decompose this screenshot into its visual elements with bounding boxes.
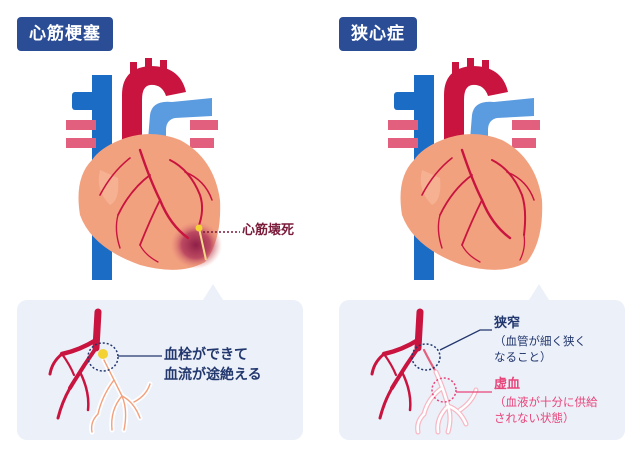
- vein-branch-left: [394, 92, 418, 110]
- stenosis-label: 狭窄: [494, 316, 521, 331]
- pulmonary-branch-right-1: [512, 120, 540, 130]
- angina-panel: 狭心症: [320, 0, 640, 450]
- aorta: [122, 66, 186, 150]
- panel-title-badge: 心筋梗塞: [17, 17, 113, 51]
- callout-tail: [203, 284, 223, 300]
- ischemia-label: 虚血: [494, 377, 521, 392]
- ischemia-highlight-circle: [431, 377, 457, 403]
- vein-branch-left: [72, 92, 96, 110]
- stenosis-detail-line-1: （血管が細く狭く: [494, 334, 586, 348]
- callout-tail: [529, 284, 549, 300]
- thrombus-dot: [98, 349, 108, 359]
- pulmonary-branch-left-2: [388, 138, 418, 148]
- pulmonary-branch-right-2: [512, 138, 536, 148]
- narrowed-artery-illustration: [370, 308, 492, 435]
- necrosis-label: 心筋壊死: [242, 223, 295, 238]
- panel-title-badge: 狭心症: [339, 17, 417, 51]
- callout-box: [17, 284, 303, 440]
- myocardial-infarction-panel: 心筋梗塞: [17, 17, 303, 440]
- occlusion-highlight-circle: [87, 342, 119, 372]
- ischemia-text-group: 虚血 （血液が十分に供給 されない状態）: [494, 376, 598, 426]
- stenosis-text-group: 狭窄 （血管が細く狭く なること）: [494, 315, 586, 365]
- thrombus-marker: [195, 224, 203, 232]
- heart-illustration: [388, 58, 543, 280]
- thrombus-description: 血栓ができて 血流が途絶える: [164, 345, 262, 385]
- pulmonary-branch-right-1: [190, 120, 218, 130]
- coronary-arteries: [421, 148, 535, 263]
- pulmonary-branch-left-1: [66, 120, 96, 130]
- stenosis-highlight-circle: [411, 343, 441, 371]
- heart-illustration: [66, 58, 240, 280]
- stenosis-detail-line-2: なること）: [494, 350, 552, 364]
- occluded-artery-illustration: [48, 308, 162, 435]
- callout-box: [339, 284, 625, 440]
- stenosis-leader-line: [439, 329, 492, 351]
- pulmonary-branch-left-2: [66, 138, 96, 148]
- aorta: [444, 66, 508, 150]
- pulmonary-trunk: [470, 98, 534, 145]
- pulmonary-branch-right-2: [190, 138, 214, 148]
- pulmonary-branch-left-1: [388, 120, 418, 130]
- thrombus-line-2: 血流が途絶える: [164, 367, 262, 383]
- pulmonary-trunk: [148, 98, 212, 145]
- thrombus-line-1: 血栓ができて: [164, 347, 248, 363]
- ischemia-detail-line-2: されない状態）: [494, 411, 575, 425]
- coronary-arteries: [99, 148, 213, 263]
- ischemia-detail-line-1: （血液が十分に供給: [494, 395, 598, 409]
